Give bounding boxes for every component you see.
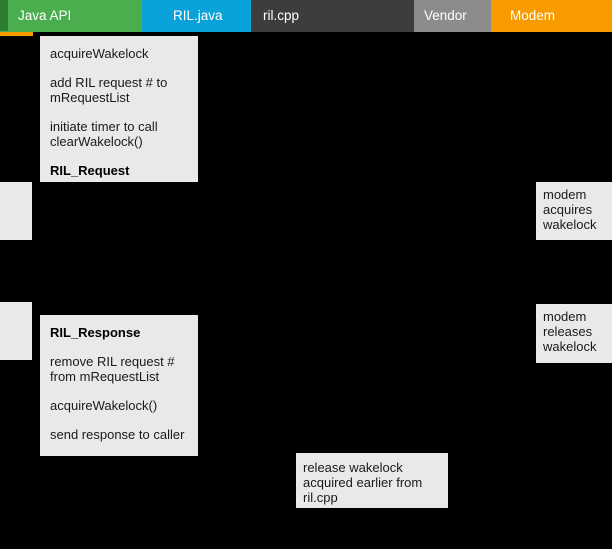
note-line: modem releases wakelock — [543, 309, 597, 354]
note-line: remove RIL request # from mRequestList — [50, 354, 175, 384]
note-modem-releases-wakelock: modem releases wakelock — [536, 304, 612, 363]
note-line: acquireWakelock — [50, 46, 149, 61]
cutoff-note-left-upper — [0, 182, 32, 240]
note-line: initiate timer to call clearWakelock() — [50, 119, 158, 149]
lane-header-modem: Modem — [491, 0, 612, 32]
lane-header-ril-cpp: ril.cpp — [251, 0, 414, 32]
lane-header-vendor: Vendor — [414, 0, 491, 32]
note-line: add RIL request # to mRequestList — [50, 75, 168, 105]
ril-response-label: RIL_Response — [50, 325, 141, 340]
dark-green-accent-strip — [0, 0, 8, 31]
cutoff-note-left-lower — [0, 302, 32, 360]
note-modem-acquires-wakelock: modem acquires wakelock — [536, 182, 612, 240]
lane-header-java-api: Java API — [0, 0, 142, 32]
lane-header-ril-java: RIL.java — [142, 0, 251, 32]
note-ril-request: acquireWakelock add RIL request # to mRe… — [40, 36, 198, 182]
note-release-wakelock: release wakelock acquired earlier from r… — [296, 453, 448, 508]
note-line: acquireWakelock() — [50, 398, 158, 413]
note-line: modem acquires wakelock — [543, 187, 597, 232]
ril-request-label: RIL_Request — [50, 163, 130, 178]
note-line: send response to caller — [50, 427, 185, 442]
note-line: release wakelock acquired earlier from r… — [303, 460, 423, 505]
orange-accent-strip — [0, 31, 33, 36]
note-ril-response: RIL_Response remove RIL request # from m… — [40, 315, 198, 456]
